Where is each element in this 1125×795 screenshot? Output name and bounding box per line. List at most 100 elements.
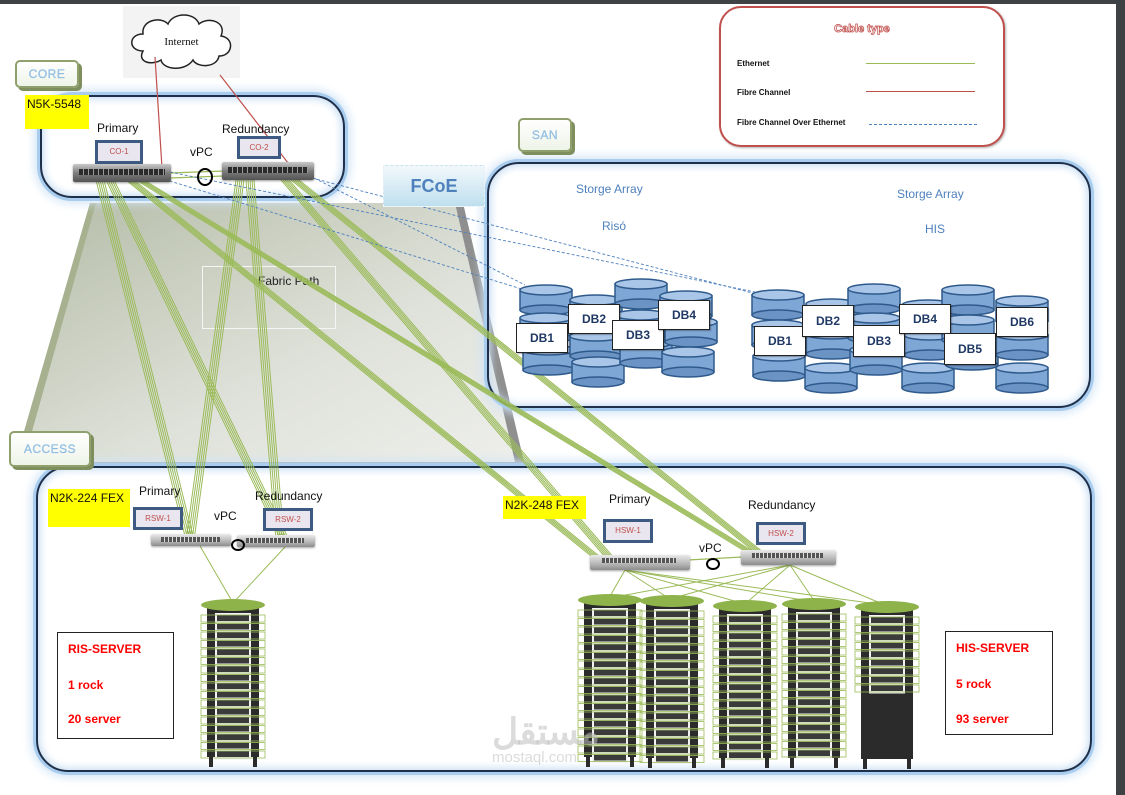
his-db3-label[interactable]: DB3 xyxy=(853,325,905,357)
core-switch-co1-label[interactable]: CO-1 xyxy=(95,140,143,164)
server-ethernet-link xyxy=(781,741,847,749)
server-ethernet-link xyxy=(712,624,778,632)
ris-switch-rsw2-label[interactable]: RSW-2 xyxy=(263,508,313,531)
his-rack-uplink xyxy=(608,564,791,599)
ethernet-cable-bundle-3 xyxy=(139,179,756,556)
server-unit xyxy=(729,735,761,741)
rack-uplink-hub xyxy=(782,598,846,610)
server-ethernet-link xyxy=(781,749,847,758)
his-db4-label[interactable]: DB4 xyxy=(899,304,951,334)
server-unit xyxy=(594,661,626,667)
disk-bottom xyxy=(995,349,1049,361)
watermark: مستقل mostaql.com xyxy=(492,714,600,766)
server-unit xyxy=(729,743,761,750)
storage-disk xyxy=(941,284,995,316)
server-unit xyxy=(656,713,688,719)
rack-uplink-hub xyxy=(713,600,777,612)
server-ethernet-link xyxy=(200,623,266,631)
server-unit xyxy=(729,667,761,673)
server-unit xyxy=(217,683,249,689)
server-unit xyxy=(798,682,830,688)
server-ethernet-link xyxy=(639,636,705,644)
server-ethernet-link xyxy=(712,649,778,658)
server-unit xyxy=(798,707,830,714)
ris-server-count: 20 server xyxy=(68,712,121,726)
his-primary-label: Primary xyxy=(609,492,651,506)
server-unit xyxy=(656,619,688,626)
server-unit xyxy=(217,674,249,681)
ethernet-cable-bundle-6 xyxy=(280,179,607,559)
server-unit xyxy=(656,747,688,753)
server-unit xyxy=(656,738,688,745)
his-switch-hsw1[interactable] xyxy=(590,555,690,570)
his-rack-uplink xyxy=(624,569,671,600)
server-ethernet-link xyxy=(781,707,847,715)
core-switch-co1[interactable] xyxy=(73,164,171,182)
server-unit xyxy=(729,641,761,648)
server-ethernet-link xyxy=(639,729,705,738)
server-unit xyxy=(656,721,688,728)
his-db5-label[interactable]: DB5 xyxy=(944,333,996,365)
ris-server-name: RIS-SERVER xyxy=(68,642,142,656)
server-ethernet-link xyxy=(781,622,847,630)
core-switch-co2[interactable] xyxy=(222,162,314,180)
server-unit xyxy=(729,684,761,690)
fcoe-cable xyxy=(169,171,756,293)
server-unit xyxy=(871,659,903,666)
his-switch-hsw1-label[interactable]: HSW-1 xyxy=(603,519,653,543)
disk-bottom xyxy=(995,382,1049,394)
server-unit xyxy=(729,701,761,707)
his-rack-uplink xyxy=(624,569,816,603)
server-unit xyxy=(871,617,903,623)
fcoe-cable xyxy=(159,177,526,291)
server-ethernet-link xyxy=(577,720,643,728)
server-unit xyxy=(594,729,626,735)
server-ethernet-link xyxy=(200,733,266,742)
server-unit xyxy=(656,704,688,711)
ris-db1-label[interactable]: DB1 xyxy=(516,323,568,353)
ethernet-cable-bundle-3 xyxy=(143,179,760,556)
server-unit xyxy=(729,633,761,639)
core-vpc-link-icon xyxy=(197,168,213,186)
disk-top xyxy=(614,278,668,290)
his-switch-hsw2-label[interactable]: HSW-2 xyxy=(756,522,806,545)
access-zone-tag: ACCESS xyxy=(9,431,91,467)
server-ethernet-link xyxy=(577,694,643,703)
disk-top xyxy=(847,283,901,295)
server-ethernet-link xyxy=(854,625,920,633)
his-switch-hsw2[interactable] xyxy=(741,550,836,565)
ethernet-cable-bundle-4 xyxy=(193,179,245,541)
server-unit xyxy=(729,752,761,758)
disk-bottom xyxy=(661,366,715,378)
internet-label: Internet xyxy=(164,36,199,48)
ris-db2-label[interactable]: DB2 xyxy=(568,304,620,334)
server-ethernet-link xyxy=(781,647,847,656)
server-unit xyxy=(656,670,688,677)
server-ethernet-link xyxy=(639,610,705,619)
ris-switch-rsw1-label[interactable]: RSW-1 xyxy=(133,507,183,530)
server-unit xyxy=(798,639,830,646)
his-server-name: HIS-SERVER xyxy=(956,641,1030,655)
rack-wheel xyxy=(765,758,769,768)
his-db6-label[interactable]: DB6 xyxy=(996,307,1048,337)
legend-fcoe-label: Fibre Channel Over Ethernet xyxy=(737,118,846,127)
server-ethernet-link xyxy=(781,732,847,741)
ris-switch-rsw1[interactable] xyxy=(151,534,231,546)
core-switch-co2-label[interactable]: CO-2 xyxy=(237,136,281,159)
ris-db4-label[interactable]: DB4 xyxy=(658,300,710,330)
server-unit xyxy=(217,623,249,630)
his-db1-label[interactable]: DB1 xyxy=(754,326,806,356)
rack-wheel xyxy=(834,758,838,768)
his-rack-uplink xyxy=(624,569,746,605)
san-zone xyxy=(487,162,1091,408)
ethernet-cable-bundle-5 xyxy=(247,179,279,541)
server-unit xyxy=(217,649,249,655)
server-ethernet-link xyxy=(639,653,705,661)
disk-top xyxy=(751,289,805,301)
ris-db3-label[interactable]: DB3 xyxy=(612,320,664,350)
ris-switch-rsw2[interactable] xyxy=(237,535,315,547)
core-primary-label: Primary xyxy=(97,121,139,135)
server-ethernet-link xyxy=(854,684,920,693)
his-db2-label[interactable]: DB2 xyxy=(802,305,854,337)
